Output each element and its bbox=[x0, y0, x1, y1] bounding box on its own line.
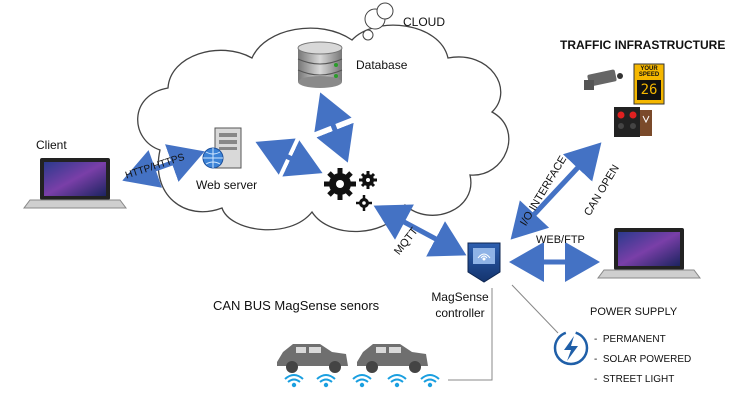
arrow-gears-controller bbox=[373, 204, 467, 257]
database-label: Database bbox=[356, 58, 408, 72]
wifi-icon bbox=[284, 374, 304, 388]
database-icon bbox=[297, 41, 343, 88]
cloud-bubble bbox=[376, 2, 394, 20]
controller-label-line2: controller bbox=[435, 306, 485, 320]
speed-sign-value: 26 bbox=[640, 82, 658, 98]
power-item-permanent: - PERMANENT bbox=[594, 334, 666, 345]
wifi-icon bbox=[420, 374, 440, 388]
power-item-solar: - SOLAR POWERED bbox=[594, 354, 692, 365]
traffic-light-icon bbox=[614, 107, 652, 137]
arrow-client-webserver bbox=[122, 144, 205, 188]
wifi-sensor-icons bbox=[284, 374, 440, 388]
webftp-label: WEB/FTP bbox=[536, 234, 585, 246]
wifi-icon bbox=[316, 374, 336, 388]
web-server-label: Web server bbox=[196, 178, 258, 192]
magsense-controller-icon bbox=[467, 242, 501, 283]
power-supply-title: POWER SUPPLY bbox=[590, 306, 678, 318]
wifi-icon bbox=[352, 374, 372, 388]
connections bbox=[122, 92, 602, 282]
power-item-text: STREET LIGHT bbox=[602, 374, 675, 385]
arrow-controller-traffic bbox=[510, 142, 602, 240]
gears-icon bbox=[324, 168, 377, 211]
speed-sign-caption: YOUR SPEED bbox=[638, 66, 660, 78]
client-laptop-icon bbox=[23, 158, 127, 209]
client-label: Client bbox=[36, 138, 67, 152]
power-item-text: SOLAR POWERED bbox=[602, 354, 692, 365]
traffic-camera-icon bbox=[584, 69, 623, 90]
car-icon bbox=[357, 344, 428, 373]
arrow-webserver-gears bbox=[255, 138, 323, 177]
web-client-laptop-icon bbox=[597, 228, 701, 279]
wifi-icon bbox=[387, 374, 407, 388]
power-item-streetlight: - STREET LIGHT bbox=[594, 374, 675, 385]
power-line bbox=[511, 284, 559, 334]
speed-sign-icon bbox=[633, 63, 665, 105]
power-item-text: PERMANENT bbox=[602, 334, 666, 345]
arrow-database-gears bbox=[314, 92, 354, 163]
canbus-line bbox=[448, 288, 493, 381]
cloud-bubble bbox=[362, 29, 374, 41]
traffic-infrastructure-label: TRAFFIC INFRASTRUCTURE bbox=[560, 38, 726, 52]
controller-label-line1: MagSense bbox=[431, 290, 489, 304]
power-supply-icon bbox=[553, 330, 589, 366]
car-icon bbox=[277, 344, 348, 373]
canbus-label: CAN BUS MagSense senors bbox=[213, 298, 380, 313]
web-server-icon bbox=[202, 127, 242, 169]
cloud-label: CLOUD bbox=[403, 15, 446, 29]
